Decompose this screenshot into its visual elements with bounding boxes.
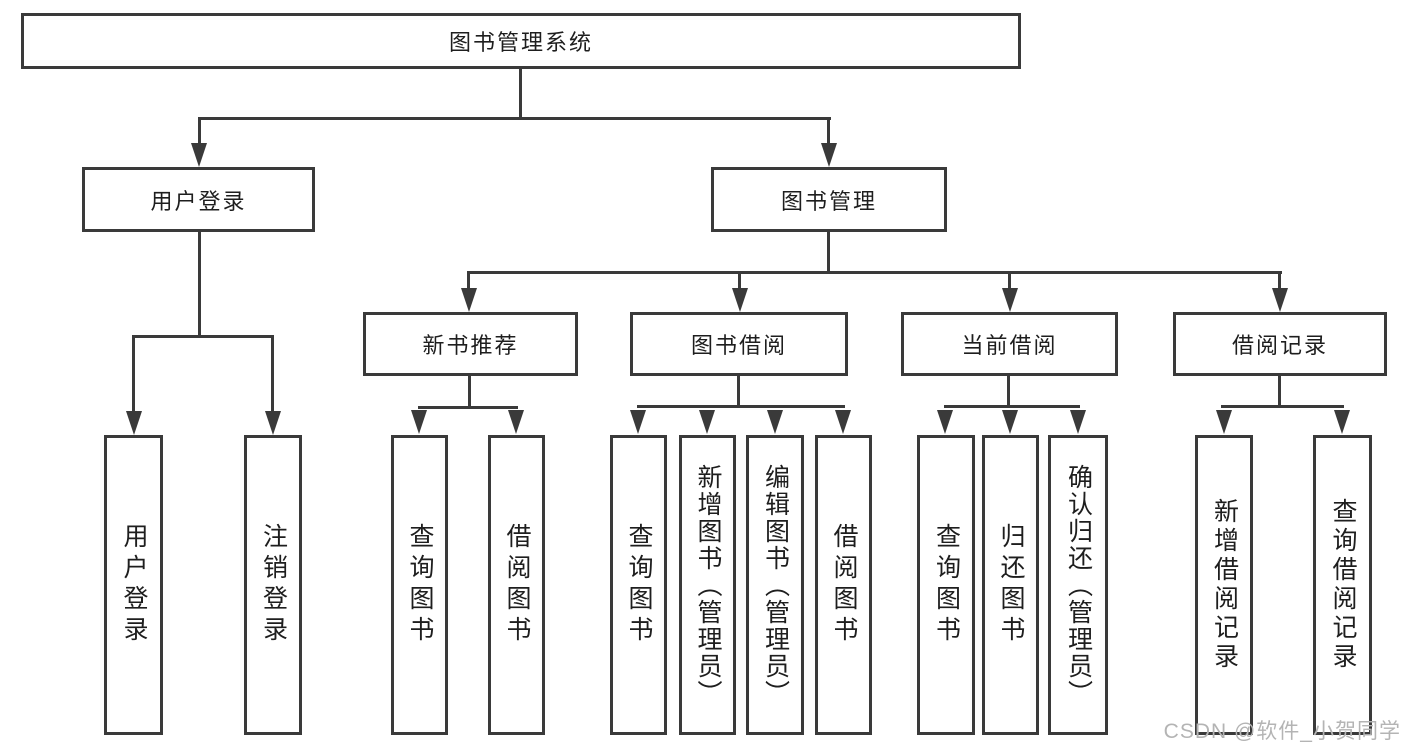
connector-line: [827, 117, 830, 145]
leaf-query-books-recommend-label: 查询图书: [406, 523, 434, 647]
node-borrow-records-label: 借阅记录: [1231, 333, 1328, 358]
leaf-add-book-admin: 新增图书（管理员）: [679, 435, 736, 735]
arrowhead-down-icon: [411, 410, 427, 434]
node-new-book-recommend: 新书推荐: [363, 312, 578, 376]
leaf-user-login-label: 用户登录: [120, 523, 148, 647]
connector-line: [271, 335, 274, 411]
arrowhead-down-icon: [1002, 288, 1018, 312]
arrowhead-down-icon: [937, 410, 953, 434]
csdn-watermark: CSDN @软件_小贺同学: [1163, 720, 1401, 743]
leaf-query-books-borrowing: 查询图书: [610, 435, 667, 735]
connector-line: [519, 66, 522, 118]
node-borrow-records: 借阅记录: [1173, 312, 1387, 376]
connector-line: [468, 376, 471, 409]
node-current-borrowing-label: 当前借阅: [961, 333, 1058, 358]
node-book-management-label: 图书管理: [780, 188, 877, 214]
leaf-query-books-recommend: 查询图书: [391, 435, 448, 735]
node-root-label: 图书管理系统: [448, 30, 593, 55]
arrowhead-down-icon: [265, 411, 281, 435]
leaf-add-borrow-record: 新增借阅记录: [1195, 435, 1253, 735]
node-user-login-label: 用户登录: [150, 188, 247, 214]
connector-line: [198, 117, 831, 120]
leaf-query-books-current-label: 查询图书: [932, 523, 961, 647]
connector-line: [467, 271, 470, 288]
leaf-query-borrow-record: 查询借阅记录: [1313, 435, 1372, 735]
node-current-borrowing: 当前借阅: [901, 312, 1118, 376]
connector-line: [132, 335, 274, 338]
leaf-logout: 注销登录: [244, 435, 302, 735]
connector-line: [1008, 271, 1011, 288]
arrowhead-down-icon: [1272, 288, 1288, 312]
leaf-query-books-borrowing-label: 查询图书: [625, 523, 653, 647]
node-new-book-recommend-label: 新书推荐: [422, 333, 519, 358]
arrowhead-down-icon: [630, 410, 646, 434]
arrowhead-down-icon: [1334, 410, 1350, 434]
arrowhead-down-icon: [191, 143, 207, 167]
node-root: 图书管理系统: [21, 13, 1021, 69]
leaf-query-books-current: 查询图书: [917, 435, 975, 735]
connector-line: [1221, 405, 1344, 408]
leaf-borrow-books-recommend: 借阅图书: [488, 435, 545, 735]
arrowhead-down-icon: [767, 410, 783, 434]
connector-line: [132, 335, 135, 411]
leaf-confirm-return-admin-label: 确认归还（管理员）: [1064, 463, 1093, 707]
leaf-borrow-books-borrowing-label: 借阅图书: [830, 523, 858, 647]
arrowhead-down-icon: [1002, 410, 1018, 434]
arrowhead-down-icon: [126, 411, 142, 435]
connector-line: [1007, 376, 1010, 407]
arrowhead-down-icon: [835, 410, 851, 434]
connector-line: [738, 271, 741, 288]
leaf-confirm-return-admin: 确认归还（管理员）: [1048, 435, 1108, 735]
arrowhead-down-icon: [699, 410, 715, 434]
connector-line: [418, 406, 518, 409]
leaf-add-borrow-record-label: 新增借阅记录: [1210, 498, 1239, 672]
connector-line: [467, 271, 1282, 274]
connector-line: [1278, 376, 1281, 407]
leaf-query-borrow-record-label: 查询借阅记录: [1329, 498, 1357, 672]
leaf-user-login: 用户登录: [104, 435, 163, 735]
connector-line: [737, 376, 740, 408]
leaf-edit-book-admin: 编辑图书（管理员）: [746, 435, 804, 735]
leaf-edit-book-admin-label: 编辑图书（管理员）: [761, 463, 790, 707]
node-book-management: 图书管理: [711, 167, 947, 232]
leaf-logout-label: 注销登录: [259, 523, 288, 647]
connector-line: [944, 405, 1080, 408]
connector-line: [198, 117, 201, 145]
leaf-borrow-books-recommend-label: 借阅图书: [503, 523, 531, 647]
connector-line: [1278, 271, 1281, 288]
leaf-borrow-books-borrowing: 借阅图书: [815, 435, 872, 735]
arrowhead-down-icon: [1216, 410, 1232, 434]
node-book-borrowing-label: 图书借阅: [690, 333, 787, 358]
arrowhead-down-icon: [732, 288, 748, 312]
node-user-login: 用户登录: [82, 167, 315, 232]
arrowhead-down-icon: [1070, 410, 1086, 434]
node-book-borrowing: 图书借阅: [630, 312, 848, 376]
connector-line: [827, 232, 830, 273]
connector-line: [198, 232, 201, 336]
leaf-return-book: 归还图书: [982, 435, 1039, 735]
arrowhead-down-icon: [508, 410, 524, 434]
connector-line: [637, 405, 845, 408]
leaf-return-book-label: 归还图书: [997, 523, 1025, 647]
leaf-add-book-admin-label: 新增图书（管理员）: [694, 463, 722, 707]
arrowhead-down-icon: [461, 288, 477, 312]
arrowhead-down-icon: [821, 143, 837, 167]
